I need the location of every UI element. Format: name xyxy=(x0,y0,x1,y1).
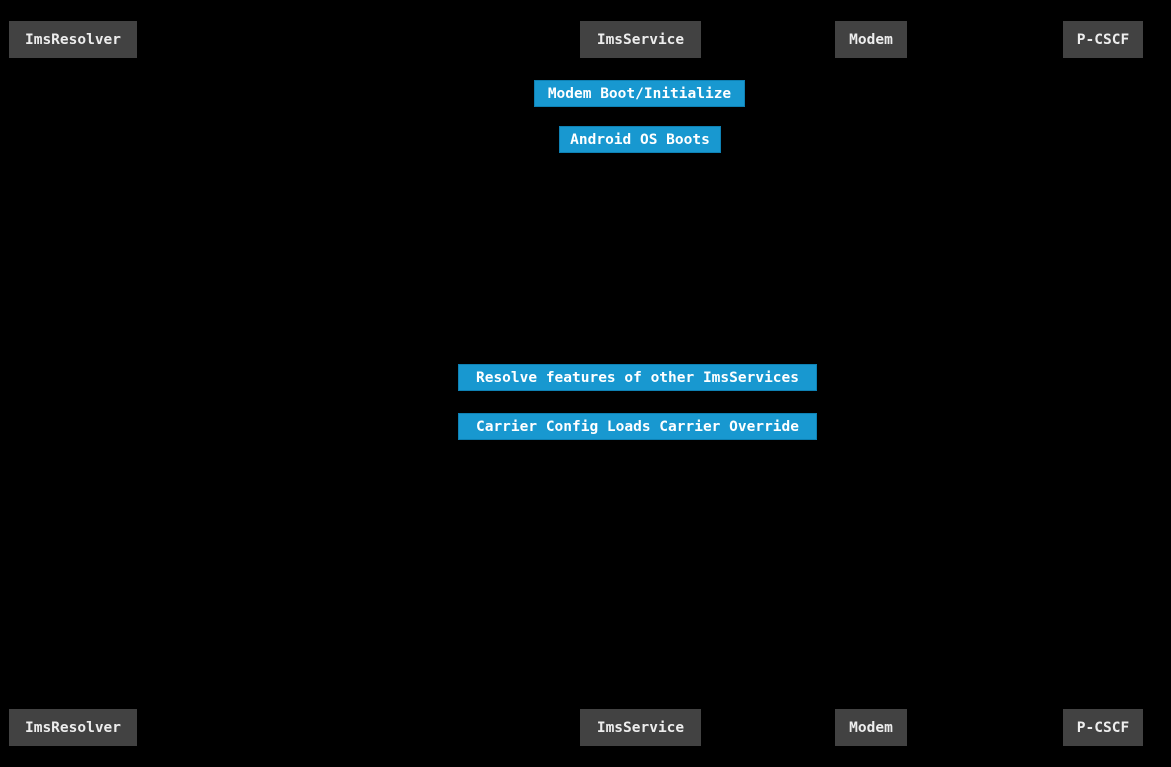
participant-bottom-imsresolver: ImsResolver xyxy=(9,709,137,746)
note-resolve-features: Resolve features of other ImsServices xyxy=(458,364,817,391)
participant-bottom-pcscf: P-CSCF xyxy=(1063,709,1143,746)
participant-top-pcscf: P-CSCF xyxy=(1063,21,1143,58)
lifeline-modem xyxy=(871,57,872,709)
lifeline-imsresolver xyxy=(73,57,74,709)
note-modem-boot-initialize: Modem Boot/Initialize xyxy=(534,80,745,107)
participant-bottom-imsservice: ImsService xyxy=(580,709,701,746)
participant-bottom-modem: Modem xyxy=(835,709,907,746)
participant-top-modem: Modem xyxy=(835,21,907,58)
lifeline-pcscf xyxy=(1102,57,1103,709)
note-android-os-boots: Android OS Boots xyxy=(559,126,721,153)
participant-top-imsservice: ImsService xyxy=(580,21,701,58)
note-carrier-config-override: Carrier Config Loads Carrier Override xyxy=(458,413,817,440)
participant-top-imsresolver: ImsResolver xyxy=(9,21,137,58)
